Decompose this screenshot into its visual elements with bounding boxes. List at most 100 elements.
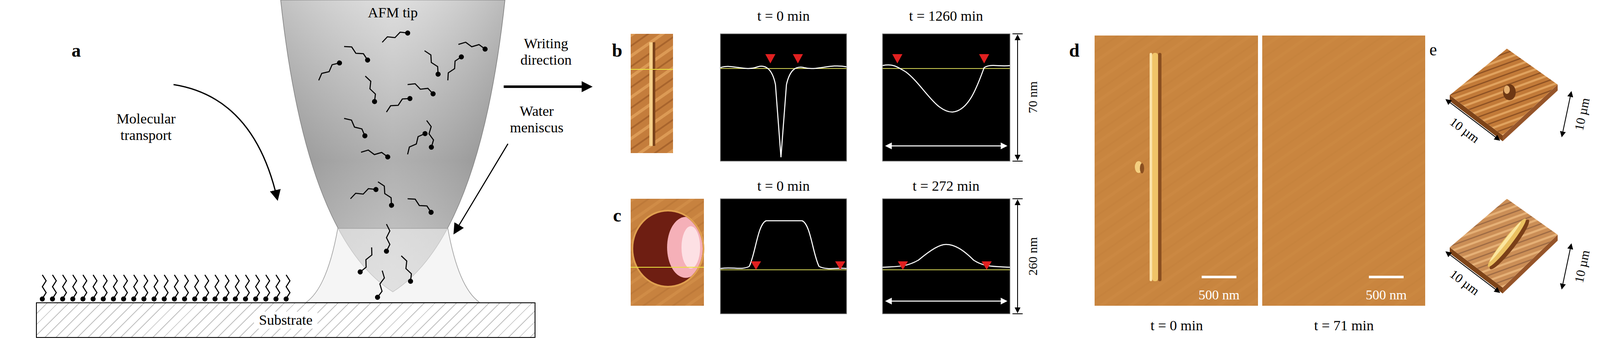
panel-letter: b xyxy=(612,40,623,62)
molecule xyxy=(364,56,371,64)
height-profile xyxy=(835,261,846,271)
height-profile xyxy=(882,269,1010,271)
afm-image xyxy=(1368,275,1404,279)
height-profile xyxy=(981,261,992,271)
molecule xyxy=(286,275,290,299)
afm-image xyxy=(630,198,705,307)
substrate-box: Substrate xyxy=(35,302,536,339)
molecule xyxy=(245,275,250,299)
annotation: Molecular transport xyxy=(101,110,191,144)
molecule xyxy=(253,296,259,302)
dimension-label: 70 nm xyxy=(1025,81,1041,114)
time-label: t = 71 min xyxy=(1313,317,1374,334)
molecule xyxy=(457,53,465,61)
panel-letter: d xyxy=(1069,40,1080,62)
molecule xyxy=(434,70,442,78)
molecule xyxy=(123,275,128,299)
molecule xyxy=(383,248,389,254)
tip-label: AFM tip xyxy=(367,0,418,21)
molecule xyxy=(405,129,429,157)
afm-image xyxy=(1262,35,1426,307)
molecule xyxy=(222,296,228,302)
molecule xyxy=(90,296,96,302)
molecule xyxy=(204,275,209,299)
dimension-line xyxy=(1446,92,1572,293)
molecule xyxy=(255,275,260,299)
molecule xyxy=(371,98,378,105)
molecule xyxy=(383,224,390,254)
time-label: t = 0 min xyxy=(1150,317,1203,334)
height-profile xyxy=(720,220,847,269)
afm-image xyxy=(1262,35,1426,307)
height-profile xyxy=(765,54,776,64)
molecule xyxy=(42,275,47,299)
molecule xyxy=(384,154,391,160)
molecule xyxy=(356,246,375,276)
molecule xyxy=(174,275,179,299)
surface-3d xyxy=(1503,85,1510,94)
afm-image xyxy=(681,226,701,269)
molecule xyxy=(380,30,408,43)
molecule xyxy=(386,224,390,252)
scale-label: 500 nm xyxy=(1365,287,1407,304)
molecule xyxy=(263,296,269,302)
molecule xyxy=(103,275,108,299)
dimension-line xyxy=(1017,35,1018,160)
molecule xyxy=(407,81,435,94)
molecule xyxy=(151,296,157,302)
molecule xyxy=(336,59,344,67)
height-profile xyxy=(882,33,1010,162)
molecule xyxy=(39,296,45,302)
molecule xyxy=(360,247,375,274)
height-profile xyxy=(792,54,803,64)
afm-image xyxy=(1149,52,1153,282)
molecule xyxy=(384,94,414,115)
molecule xyxy=(212,296,218,302)
molecule xyxy=(131,296,137,302)
molecule xyxy=(182,296,188,302)
time-label: t = 0 min xyxy=(757,177,810,195)
height-profile xyxy=(720,66,847,158)
molecule xyxy=(377,270,386,298)
molecule xyxy=(283,296,289,302)
molecule xyxy=(349,185,380,202)
molecule xyxy=(316,58,344,83)
dimension-line xyxy=(1012,198,1023,315)
molecule xyxy=(184,275,189,299)
panel-letter: e xyxy=(1429,40,1438,60)
dimension-line xyxy=(1012,33,1023,162)
molecule xyxy=(482,46,489,53)
molecule xyxy=(133,275,138,299)
molecule xyxy=(365,74,378,102)
dimension-line xyxy=(1012,313,1023,315)
afm-image xyxy=(630,33,674,154)
surface-3d xyxy=(1488,220,1523,263)
molecule xyxy=(457,41,489,53)
molecule xyxy=(388,201,395,209)
scale-label: 500 nm xyxy=(1198,287,1240,304)
molecule xyxy=(225,275,229,299)
dimension-line xyxy=(1017,200,1018,313)
molecule xyxy=(444,52,465,82)
time-label: t = 1260 min xyxy=(908,7,983,25)
molecule xyxy=(428,144,435,151)
afm-image xyxy=(1139,163,1145,174)
height-profile xyxy=(720,269,847,271)
molecule xyxy=(360,148,391,160)
molecule xyxy=(377,180,395,206)
molecule xyxy=(93,275,97,299)
molecule xyxy=(215,275,219,299)
afm-image xyxy=(652,42,656,147)
afm-image xyxy=(630,267,704,268)
molecule xyxy=(121,296,127,302)
molecule xyxy=(192,296,198,302)
molecule xyxy=(171,296,177,302)
panel-letter: c xyxy=(612,205,622,227)
direction-arrow xyxy=(503,85,591,89)
molecule xyxy=(374,270,386,301)
molecule xyxy=(401,254,414,282)
afm-image xyxy=(630,198,704,307)
height-profile xyxy=(882,33,1010,162)
molecule xyxy=(113,275,118,299)
annotation: Water meniscus xyxy=(500,102,573,136)
